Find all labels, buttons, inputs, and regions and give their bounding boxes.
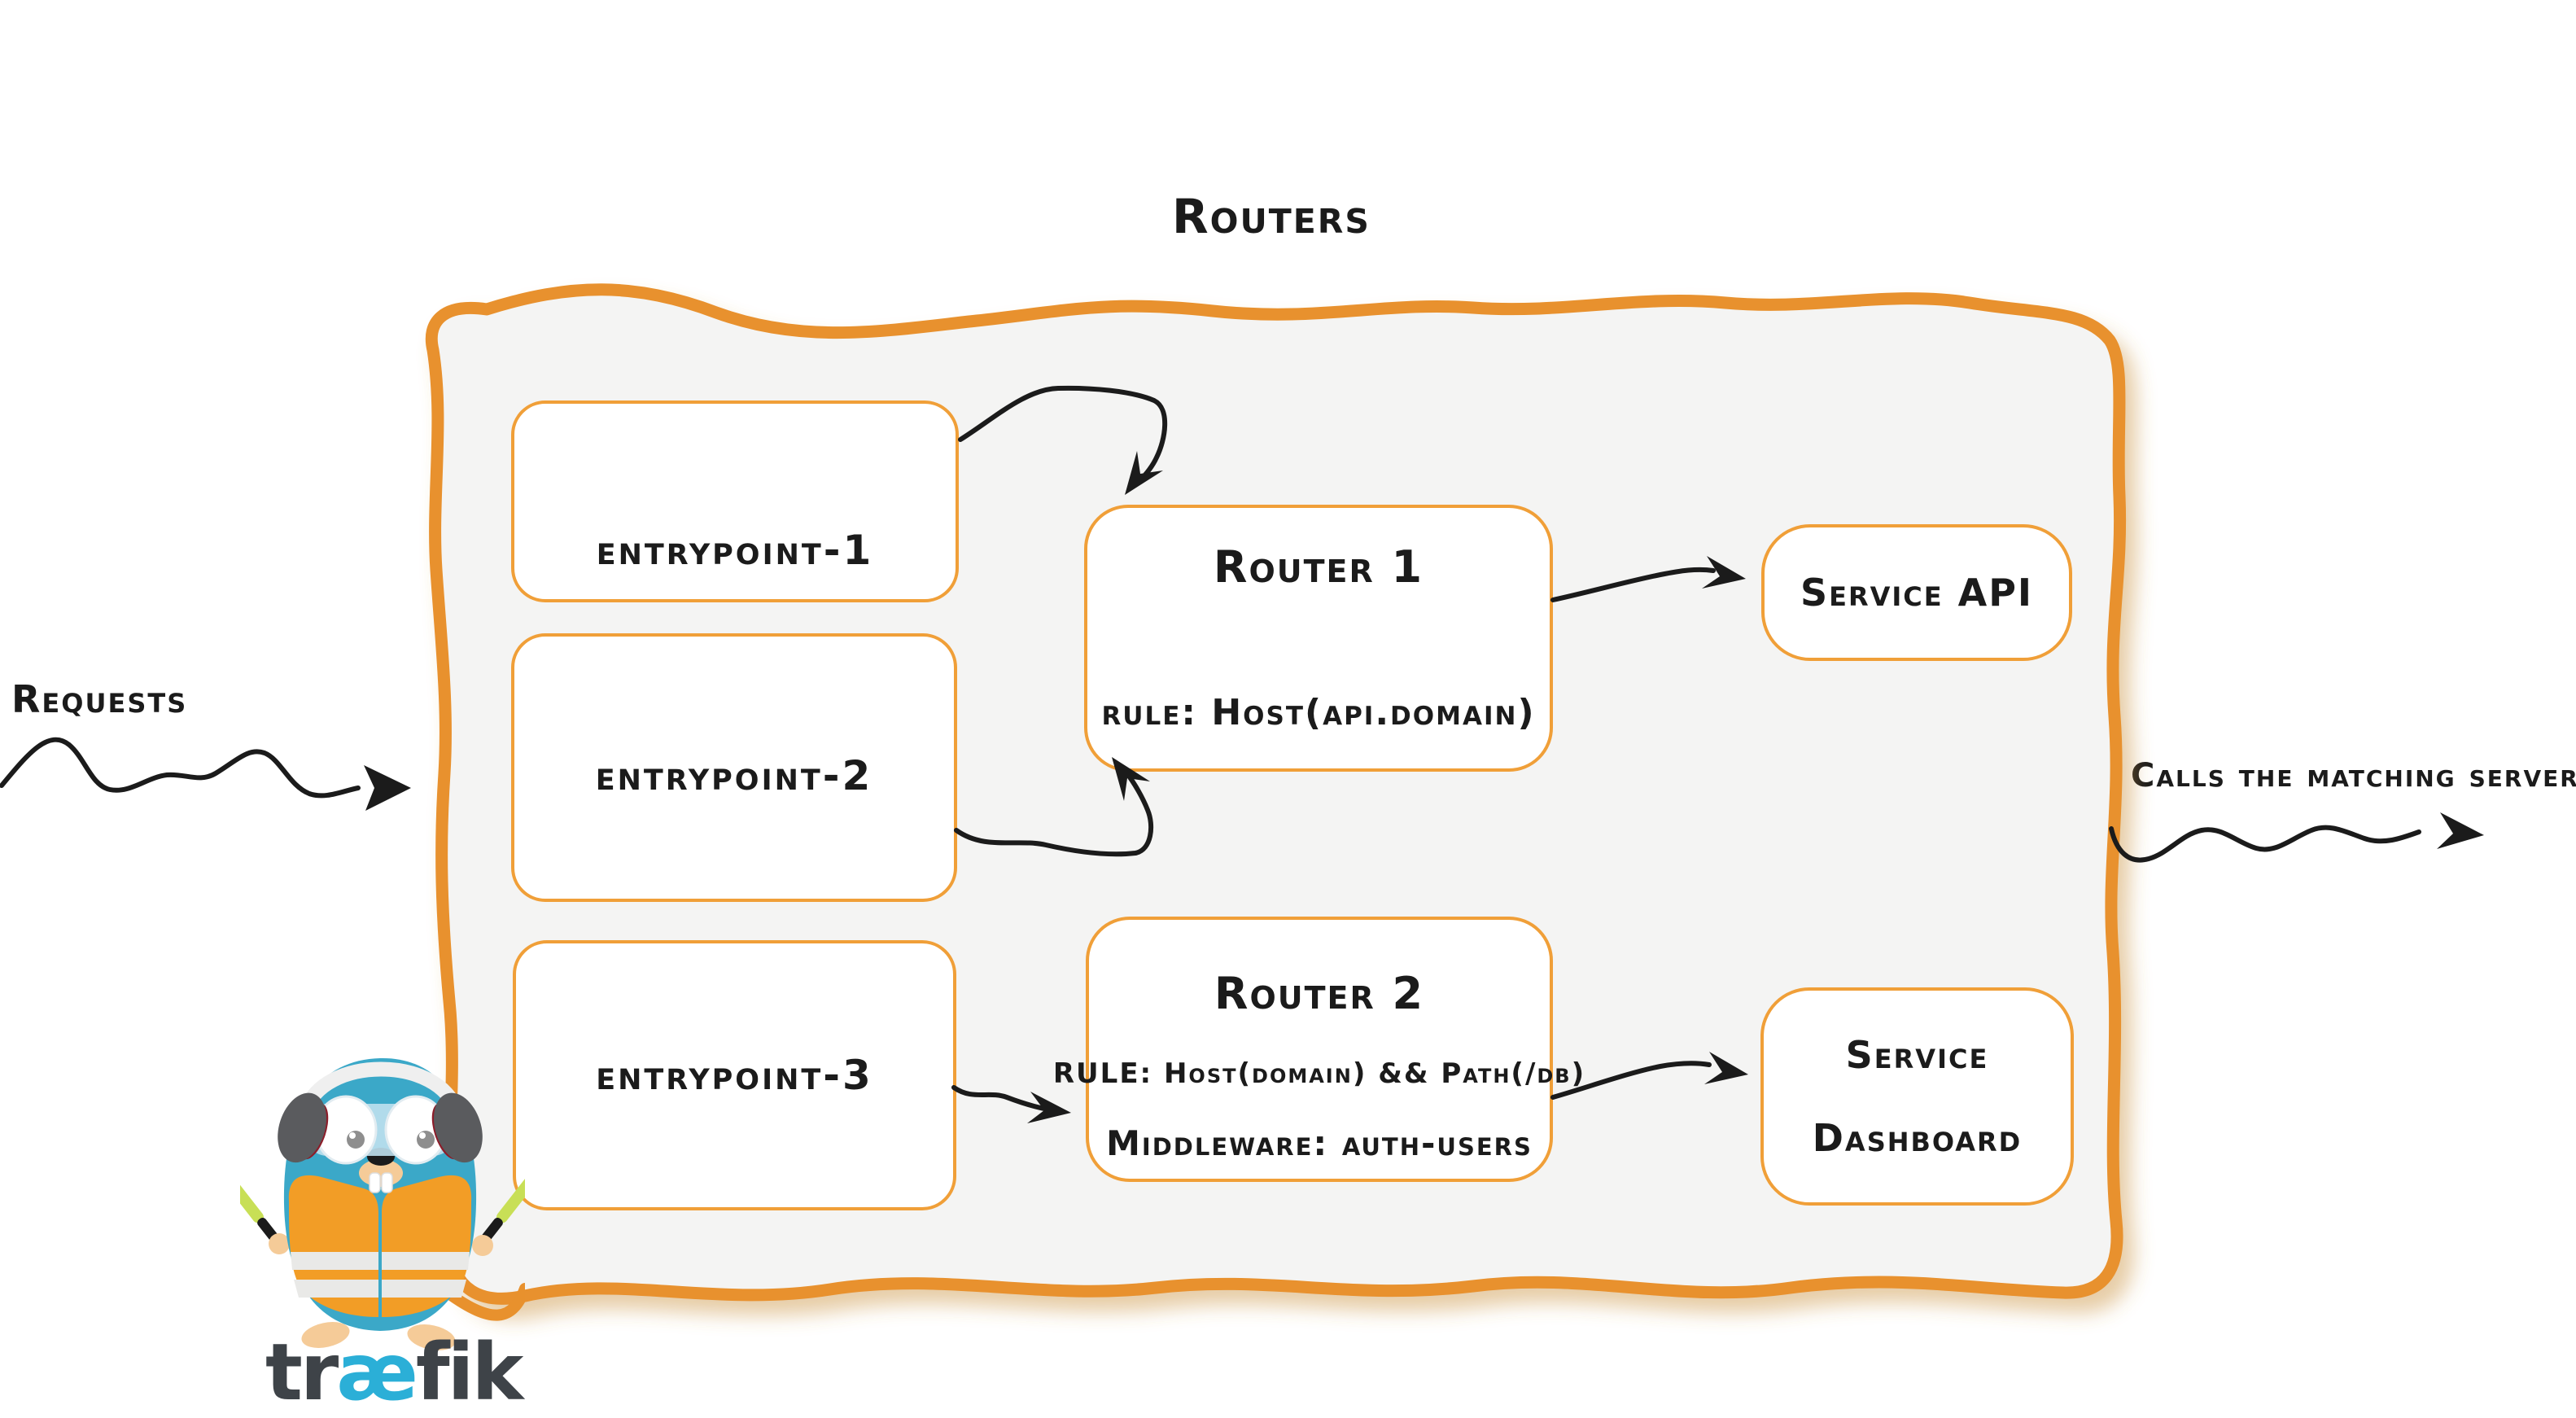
entrypoint-2-label: entrypoint-2 <box>595 752 873 799</box>
wordmark-pre: tr <box>265 1327 339 1418</box>
requests-arrow <box>0 737 411 811</box>
entrypoint-1-label: entrypoint-1 <box>596 527 874 574</box>
service-dashboard-box: Service Dashboard <box>1760 987 2074 1206</box>
wordmark-post: fik <box>415 1327 524 1418</box>
router-1-rule: rule: Host(api.domain) <box>1101 692 1536 733</box>
entrypoint2-to-router1-arrow <box>954 757 1154 857</box>
router-2-rule: RULE: Host(domain) && Path(/db) <box>1052 1057 1586 1090</box>
gopher-right-baton <box>481 1163 545 1243</box>
router-2-middleware: Middleware: auth-users <box>1106 1123 1533 1163</box>
requests-label: Requests <box>11 677 188 721</box>
router-1-name: Router 1 <box>1213 541 1424 593</box>
router-1-box: Router 1 rule: Host(api.domain) <box>1084 505 1553 772</box>
entrypoint1-to-router1-arrow <box>958 385 1168 495</box>
wordmark-ae: æ <box>336 1327 418 1418</box>
service-api-label: Service API <box>1800 571 2034 615</box>
gopher-right-hand <box>472 1235 493 1256</box>
service-api-box: Service API <box>1761 524 2072 661</box>
gopher-left-baton <box>215 1163 279 1243</box>
traefik-wordmark: træfik <box>265 1327 524 1418</box>
diagram-title: Routers <box>1172 189 1371 244</box>
gopher-svg <box>215 1057 545 1350</box>
calls-matching-server-label: Calls the matching server <box>2131 757 2576 794</box>
entrypoint-3-box: entrypoint-3 <box>513 940 956 1210</box>
entrypoint3-to-router2-arrow <box>951 1085 1071 1123</box>
entrypoint-3-label: entrypoint-3 <box>596 1052 873 1099</box>
entrypoint-2-box: entrypoint-2 <box>511 633 957 902</box>
router-2-box: Router 2 RULE: Host(domain) && Path(/db)… <box>1053 917 1584 1182</box>
service-dashboard-label-line1: Service <box>1845 1033 1989 1077</box>
router-2-name: Router 2 <box>1214 968 1425 1019</box>
service-dashboard-label-line2: Dashboard <box>1812 1116 2023 1160</box>
gopher-left-hand <box>269 1233 290 1254</box>
calls-matching-server-arrow <box>2109 812 2484 863</box>
entrypoint-1-box: entrypoint-1 <box>511 400 959 602</box>
traefik-gopher-mascot <box>215 1008 545 1354</box>
gopher-feet <box>301 1322 456 1350</box>
router1-to-service-api-arrow <box>1550 556 1746 602</box>
